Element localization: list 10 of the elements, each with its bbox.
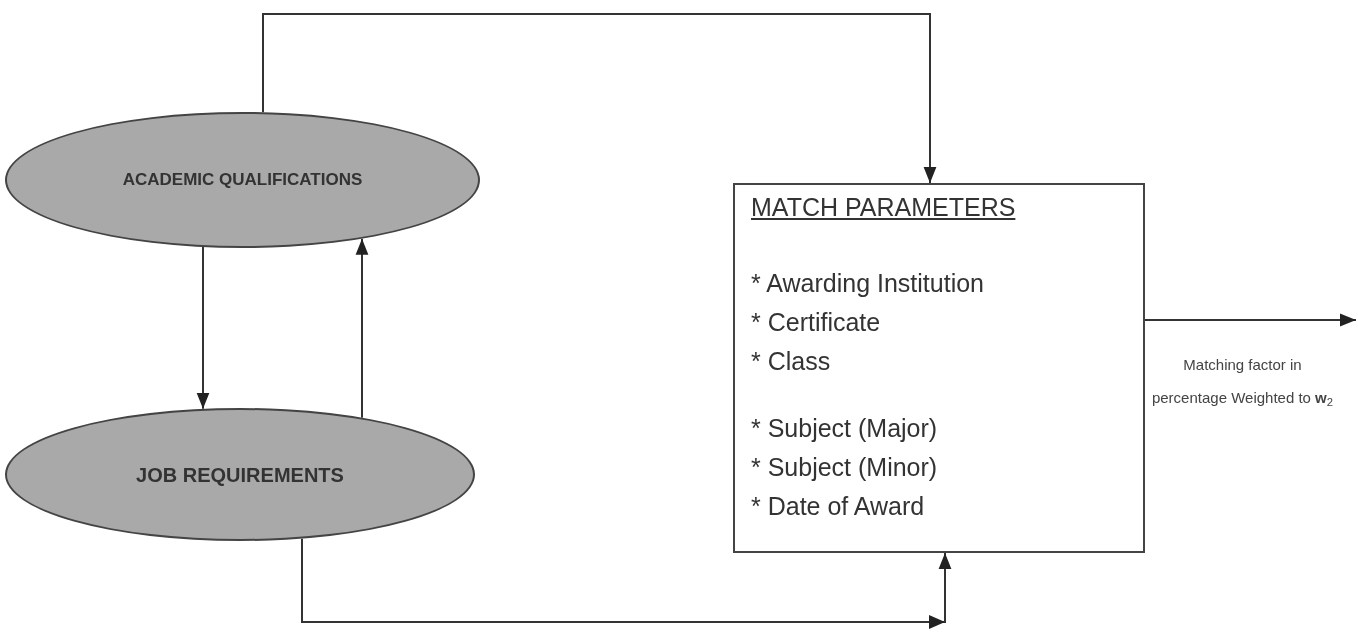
list-item: * Class [751,345,831,377]
list-item: * Subject (Major) [751,412,938,444]
parameter-box [733,183,1145,553]
list-item: * Subject (Minor) [751,451,938,483]
list-item: * Certificate [751,306,881,338]
node-label: JOB REQUIREMENTS [136,462,344,488]
box-heading: MATCH PARAMETERS [751,192,1016,223]
node-label: ACADEMIC QUALIFICATIONS [122,169,363,192]
list-item: * Date of Award [751,490,925,522]
list-item: * Awarding Institution [751,267,985,299]
